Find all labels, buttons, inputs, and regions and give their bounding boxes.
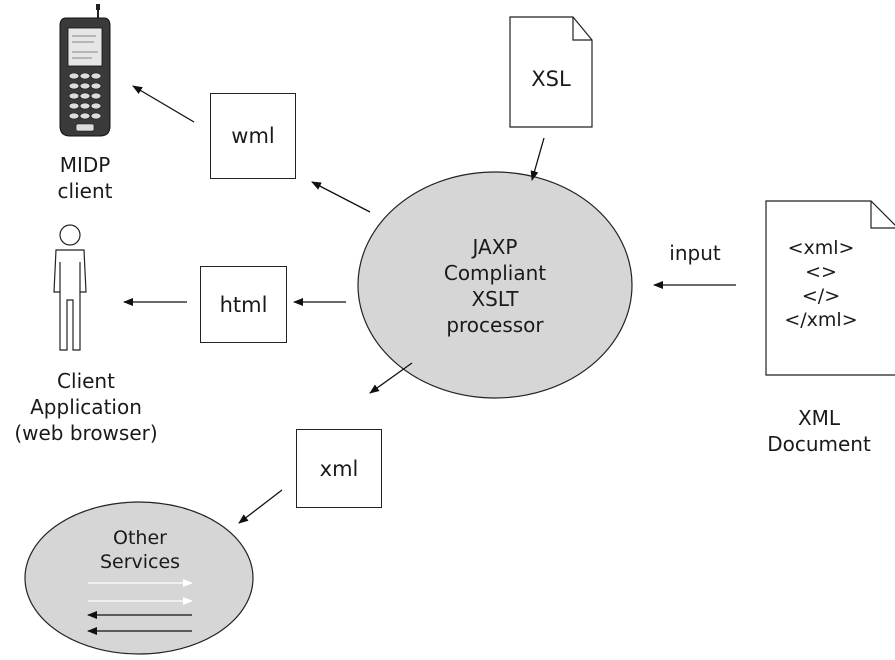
other-services-ellipse — [24, 501, 254, 655]
xml-document-caption: XML Document — [764, 405, 874, 457]
arrow-processor-to-wml — [311, 181, 371, 213]
html-output-box: html — [200, 266, 287, 343]
xml-content-line: <> — [805, 261, 837, 283]
xml-caption-line: XML — [797, 406, 841, 430]
xml-output-box: xml — [296, 429, 382, 508]
processor-ellipse — [357, 171, 633, 399]
xsl-document-shape — [509, 16, 593, 128]
input-arrow-label: input — [669, 241, 721, 265]
arrow-xml-to-services — [238, 489, 283, 524]
mobile-phone-icon — [59, 4, 111, 137]
arrow-xsl-to-processor — [530, 137, 545, 181]
processor-label-line: JAXP — [472, 235, 518, 259]
xml-content-line: </> — [801, 285, 841, 307]
xml-document-content: <xml> <> </> </xml> — [766, 236, 876, 332]
wml-output-box: wml — [210, 93, 296, 179]
xml-content-line: <xml> — [787, 237, 855, 259]
client-application-caption: Client Application (web browser) — [0, 368, 172, 446]
midp-client-caption: MIDP client — [30, 152, 140, 204]
processor-label-line: processor — [446, 313, 544, 337]
other-services-line: Services — [99, 551, 181, 573]
client-caption-line: Client — [57, 369, 115, 393]
midp-caption-line: client — [57, 179, 113, 203]
xsl-document-label: XSL — [531, 67, 571, 91]
processor-label: JAXP Compliant XSLT processor — [430, 234, 560, 338]
processor-label-line: Compliant — [443, 261, 547, 285]
other-services-label: Other Services — [90, 526, 190, 574]
other-services-line: Other — [113, 527, 167, 549]
client-caption-line: (web browser) — [14, 421, 158, 445]
arrow-processor-to-xml — [369, 362, 413, 394]
person-icon — [53, 224, 87, 351]
xml-content-line: </xml> — [784, 309, 858, 331]
xml-document-shape — [765, 200, 895, 376]
client-caption-line: Application — [30, 395, 142, 419]
processor-label-line: XSLT — [471, 287, 519, 311]
xml-caption-line: Document — [767, 432, 871, 456]
midp-caption-line: MIDP — [59, 153, 111, 177]
arrow-wml-to-midp — [132, 85, 195, 123]
